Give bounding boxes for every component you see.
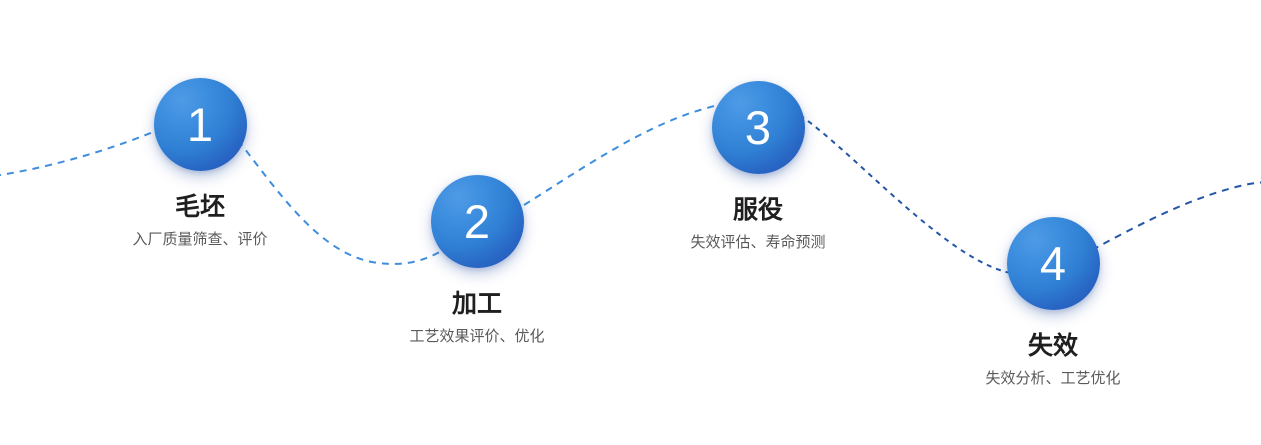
step-4-number: 4 xyxy=(1039,237,1067,290)
step-3-circle[interactable]: 3 xyxy=(711,81,805,174)
process-step-2[interactable]: 2 加工 工艺效果评价、优化 xyxy=(317,175,637,346)
step-2-number: 2 xyxy=(463,195,491,248)
step-2-title: 加工 xyxy=(451,290,502,318)
step-2-circle[interactable]: 2 xyxy=(430,175,524,268)
step-4-circle[interactable]: 4 xyxy=(1006,217,1100,310)
step-1-subtitle: 入厂质量筛查、评价 xyxy=(132,230,268,248)
step-2-subtitle: 工艺效果评价、优化 xyxy=(409,327,545,345)
step-4-title: 失效 xyxy=(1027,332,1078,360)
step-1-title: 毛坯 xyxy=(174,193,225,221)
step-3-subtitle: 失效评估、寿命预测 xyxy=(690,233,826,251)
step-4-subtitle: 失效分析、工艺优化 xyxy=(985,369,1121,387)
step-1-circle[interactable]: 1 xyxy=(153,78,247,171)
step-1-number: 1 xyxy=(186,98,214,151)
process-step-1[interactable]: 1 毛坯 入厂质量筛查、评价 xyxy=(40,78,360,249)
process-step-4[interactable]: 4 失效 失效分析、工艺优化 xyxy=(893,217,1213,388)
step-3-number: 3 xyxy=(744,101,772,154)
step-3-title: 服役 xyxy=(732,196,783,224)
process-step-3[interactable]: 3 服役 失效评估、寿命预测 xyxy=(598,81,918,252)
